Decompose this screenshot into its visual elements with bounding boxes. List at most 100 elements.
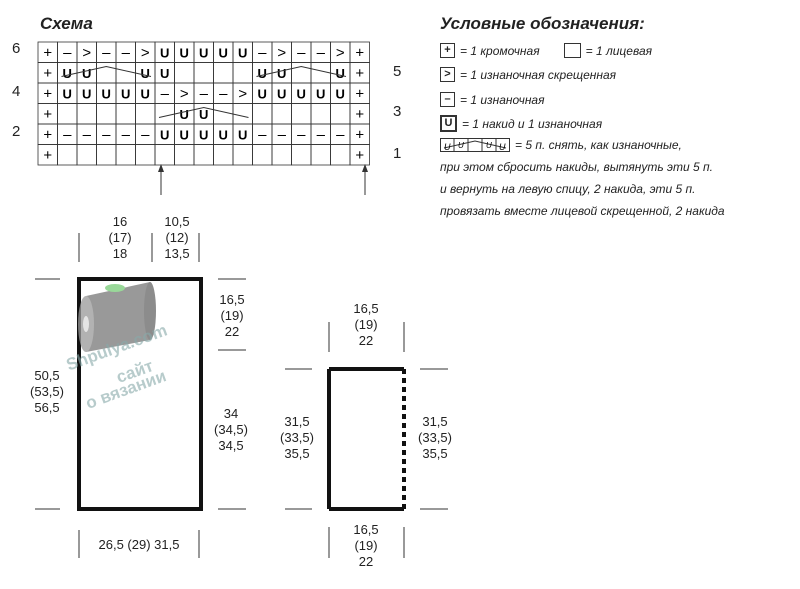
purl-symbol-icon: – — [440, 92, 455, 107]
chart-symbol: – — [200, 85, 209, 102]
chart-symbol: U — [121, 86, 130, 101]
legend-title: Условные обозначения: — [440, 14, 645, 33]
chart-symbol: U — [82, 66, 91, 81]
scheme-title: Схема — [40, 14, 93, 33]
chart-symbol: + — [43, 126, 52, 143]
legend-edge-text: = 1 кромочная — [460, 43, 540, 58]
chart-symbol: U — [160, 66, 169, 81]
chart-symbol: U — [141, 66, 150, 81]
chart-symbol: + — [43, 85, 52, 102]
front-side-top-dim: 16,5(19)22 — [219, 292, 245, 339]
row-number-4: 4 — [12, 83, 21, 100]
legend-note-line-1: при этом сбросить накиды, вытянуть эти 5… — [440, 160, 713, 174]
chart-symbol: U — [277, 86, 286, 101]
yarn-cone-icon — [78, 282, 156, 352]
chart-symbol: U — [180, 127, 189, 142]
chart-symbol: U — [102, 86, 111, 101]
chart-symbol: + — [355, 85, 364, 102]
chart-symbol: U — [82, 86, 91, 101]
chart-symbol: U — [277, 66, 286, 81]
sleeve-bottom-dim: 16,5(19)22 — [353, 522, 379, 569]
chart-symbol: U — [199, 45, 208, 60]
chart-symbol: – — [102, 126, 111, 143]
chart-symbol: – — [278, 126, 287, 143]
cluster-connector — [61, 65, 152, 77]
chart-symbol: – — [122, 126, 131, 143]
chart-symbol: + — [355, 147, 364, 164]
chart-symbol: > — [277, 44, 286, 61]
svg-text:U: U — [444, 142, 451, 152]
legend-note-line-2: и вернуть на левую спицу, 2 накида, эти … — [440, 182, 696, 196]
chart-symbol: + — [355, 126, 364, 143]
legend-five-stitch-text: = 5 п. снять, как изнаночные, — [515, 138, 682, 152]
chart-symbol: U — [160, 127, 169, 142]
chart-symbol: + — [43, 106, 52, 123]
legend-twisted-purl-text: = 1 изнаночная скрещенная — [460, 67, 617, 82]
chart-symbol: – — [102, 44, 111, 61]
chart-symbol: – — [83, 126, 92, 143]
chart-symbol: U — [219, 45, 228, 60]
chart-symbol: U — [238, 45, 247, 60]
chart-symbol: U — [160, 45, 169, 60]
front-bottom-dim: 26,5 (29) 31,5 — [98, 537, 180, 552]
chart-symbol: – — [141, 126, 150, 143]
five-stitch-cluster-icon: U U U U — [440, 138, 510, 152]
chart-symbol: > — [238, 85, 247, 102]
chart-symbol: – — [336, 126, 345, 143]
front-left-height-dim: 50,5(53,5)56,5 — [30, 368, 64, 415]
chart-symbol: U — [199, 127, 208, 142]
chart-symbol: + — [355, 65, 364, 82]
sleeve-right-dim: 31,5(33,5)35,5 — [418, 414, 452, 461]
svg-text:U: U — [458, 141, 464, 150]
chart-symbol: – — [63, 44, 72, 61]
svg-text:U: U — [486, 141, 492, 150]
chart-symbol: U — [336, 86, 345, 101]
sleeve-left-dim: 31,5(33,5)35,5 — [280, 414, 314, 461]
svg-text:U: U — [499, 142, 506, 152]
chart-symbol: – — [122, 44, 131, 61]
chart-symbol: – — [297, 44, 306, 61]
chart-symbol: – — [258, 44, 267, 61]
legend-yo-purl-text: = 1 накид и 1 изнаночная — [462, 116, 603, 131]
front-piece-outline — [77, 277, 203, 511]
chart-symbol: + — [43, 44, 52, 61]
chart-symbol: > — [336, 44, 345, 61]
legend-note-line-3: провязать вместе лицевой скрещенной, 2 н… — [440, 204, 725, 218]
chart-symbol: + — [43, 65, 52, 82]
legend-knit-text: = 1 лицевая — [585, 43, 653, 58]
chart-symbol: + — [43, 147, 52, 164]
chart-symbol: > — [180, 85, 189, 102]
knit-symbol-icon — [563, 43, 581, 58]
twisted-purl-symbol-icon: > — [440, 67, 455, 82]
chart-symbol: U — [199, 107, 208, 122]
cluster-connector — [158, 106, 249, 118]
chart-symbol: U — [258, 66, 267, 81]
row-number-6: 6 — [12, 40, 21, 57]
row-number-1: 1 — [393, 145, 402, 162]
chart-symbol: > — [141, 44, 150, 61]
chart-symbol: U — [180, 107, 189, 122]
yo-purl-symbol-icon: U — [440, 115, 457, 132]
chart-symbol: + — [355, 44, 364, 61]
chart-cell — [349, 144, 370, 166]
chart-symbol: U — [238, 127, 247, 142]
front-top-right-dim: 10,5(12)13,5 — [164, 214, 190, 261]
chart-symbol: – — [317, 44, 326, 61]
sleeve-top-dim: 16,5(19)22 — [353, 301, 379, 348]
chart-symbol: – — [297, 126, 306, 143]
cluster-connector — [256, 65, 347, 77]
chart-symbol: U — [316, 86, 325, 101]
front-top-left-dim: 16(17)18 — [108, 214, 132, 261]
row-number-2: 2 — [12, 123, 21, 140]
chart-symbol: > — [82, 44, 91, 61]
chart-symbol: – — [317, 126, 326, 143]
row-number-5: 5 — [393, 63, 402, 80]
chart-symbol: U — [63, 66, 72, 81]
chart-symbol: – — [219, 85, 228, 102]
chart-symbol: – — [161, 85, 170, 102]
chart-symbol: U — [297, 86, 306, 101]
chart-symbol: U — [219, 127, 228, 142]
legend-purl-text: = 1 изнаночная — [460, 92, 545, 107]
